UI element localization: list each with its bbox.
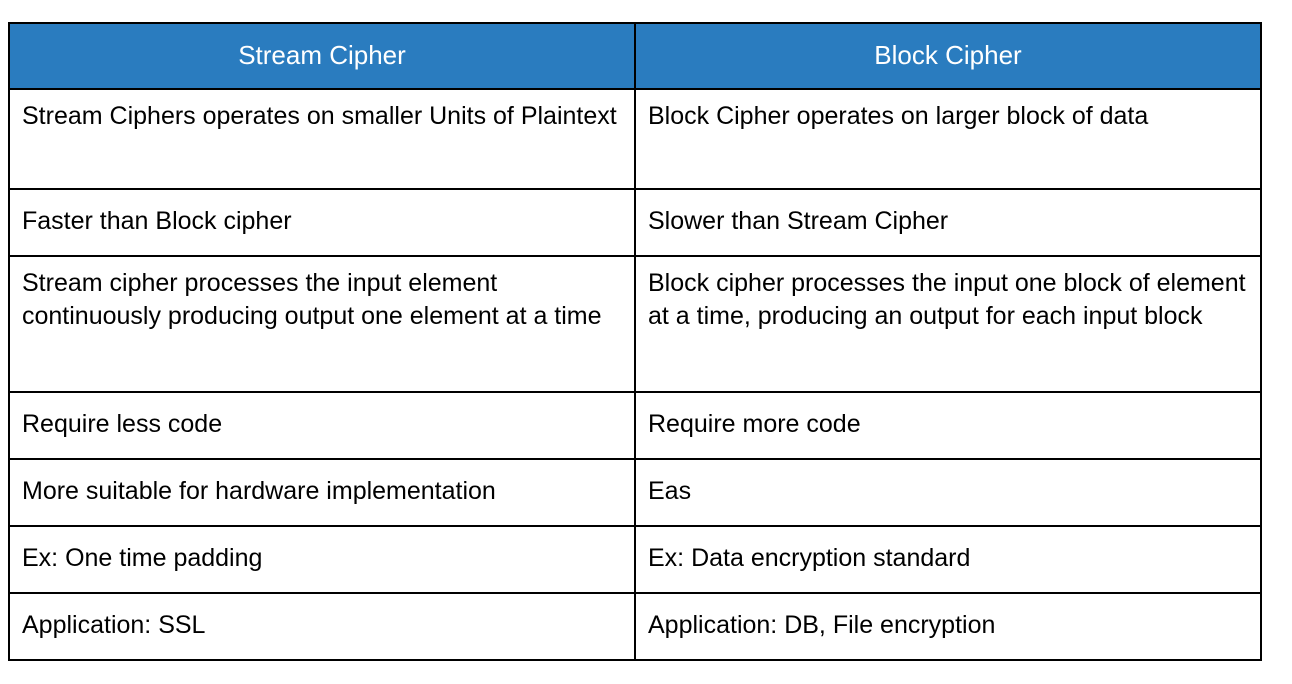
column-header-block-cipher: Block Cipher bbox=[634, 22, 1262, 90]
cell-block-cipher-1: Block Cipher operates on larger block of… bbox=[634, 88, 1262, 190]
stream-vs-block-cipher-table: Stream Cipher Block Cipher Stream Cipher… bbox=[8, 22, 1262, 661]
cell-stream-cipher-2: Faster than Block cipher bbox=[8, 188, 636, 257]
column-header-stream-cipher: Stream Cipher bbox=[8, 22, 636, 90]
table-header-row: Stream Cipher Block Cipher bbox=[8, 22, 1262, 90]
cell-stream-cipher-5: More suitable for hardware implementatio… bbox=[8, 458, 636, 527]
cell-stream-cipher-1: Stream Ciphers operates on smaller Units… bbox=[8, 88, 636, 190]
cell-stream-cipher-3: Stream cipher processes the input elemen… bbox=[8, 255, 636, 393]
table-row: Stream cipher processes the input elemen… bbox=[8, 255, 1262, 393]
table-header: Stream Cipher Block Cipher bbox=[8, 22, 1262, 90]
comparison-table-container: Stream Cipher Block Cipher Stream Cipher… bbox=[8, 22, 1262, 661]
table-row: Ex: One time padding Ex: Data encryption… bbox=[8, 525, 1262, 594]
cell-block-cipher-3: Block cipher processes the input one blo… bbox=[634, 255, 1262, 393]
cell-block-cipher-6: Ex: Data encryption standard bbox=[634, 525, 1262, 594]
cell-block-cipher-2: Slower than Stream Cipher bbox=[634, 188, 1262, 257]
cell-stream-cipher-7: Application: SSL bbox=[8, 592, 636, 661]
table-body: Stream Ciphers operates on smaller Units… bbox=[8, 88, 1262, 661]
table-row: Faster than Block cipher Slower than Str… bbox=[8, 188, 1262, 257]
cell-block-cipher-5: Eas bbox=[634, 458, 1262, 527]
cell-stream-cipher-6: Ex: One time padding bbox=[8, 525, 636, 594]
cell-block-cipher-4: Require more code bbox=[634, 391, 1262, 460]
table-row: More suitable for hardware implementatio… bbox=[8, 458, 1262, 527]
table-row: Require less code Require more code bbox=[8, 391, 1262, 460]
table-row: Stream Ciphers operates on smaller Units… bbox=[8, 88, 1262, 190]
cell-stream-cipher-4: Require less code bbox=[8, 391, 636, 460]
cell-block-cipher-7: Application: DB, File encryption bbox=[634, 592, 1262, 661]
table-row: Application: SSL Application: DB, File e… bbox=[8, 592, 1262, 661]
